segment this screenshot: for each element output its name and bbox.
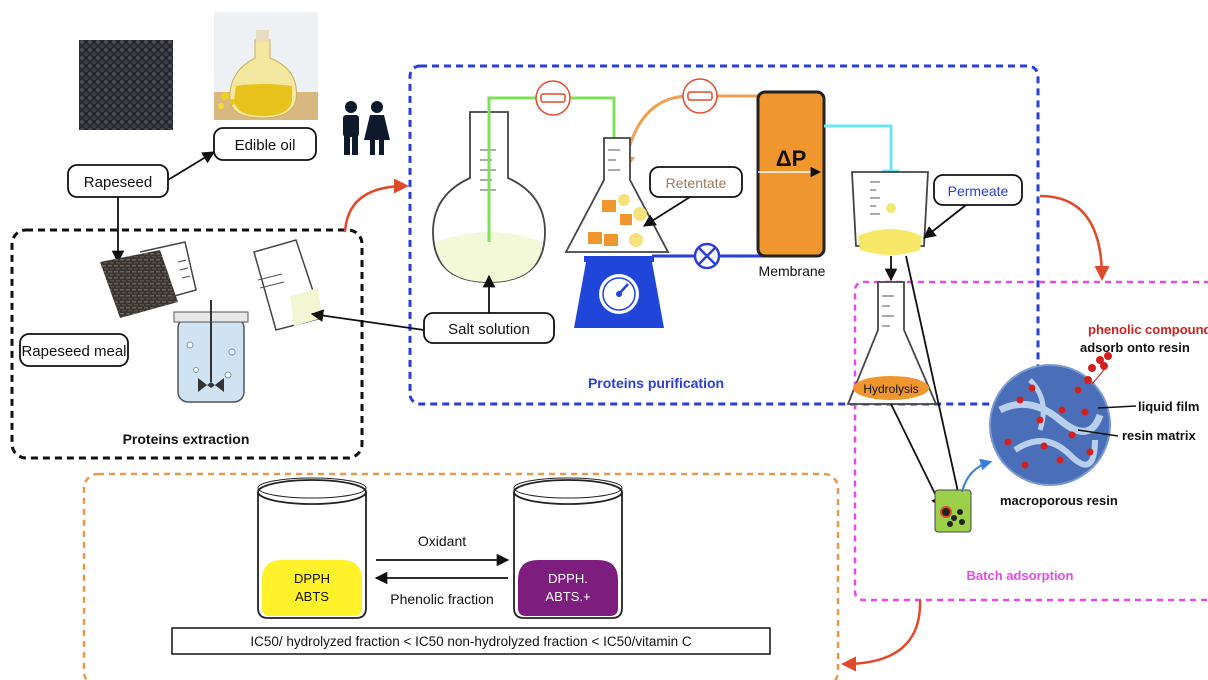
membrane-icon: [756, 90, 826, 258]
salt-solution-node: Salt solution: [423, 312, 555, 344]
retentate-label: Retentate: [666, 175, 727, 191]
rapeseed-photo: [79, 40, 173, 130]
permeate-node: Permeate: [933, 174, 1023, 206]
purification-title: Proteins purification: [588, 375, 724, 391]
phenolic-fraction-label: Phenolic fraction: [390, 591, 494, 607]
arrow-hydrolysis-to-resin: [890, 403, 943, 510]
rapeseed-label: Rapeseed: [84, 174, 152, 191]
hydrolysis-label: Hydrolysis: [863, 382, 918, 396]
phenolic-compounds-label: phenolic compounds: [1088, 322, 1208, 337]
oxidant-label: Oxidant: [418, 533, 466, 549]
arrow-salt-to-extraction: [310, 309, 425, 331]
valve-icon: [693, 242, 721, 270]
rapeseed-meal-label: Rapeseed meal: [21, 343, 126, 360]
pump-icon-2: [682, 78, 718, 114]
dpph-text-2: ABTS: [295, 589, 329, 604]
flow-arrow-extraction-to-purification: [343, 178, 409, 233]
arrow-retentate-to-flask: [642, 196, 691, 227]
extraction-title: Proteins extraction: [123, 431, 250, 447]
ic50-box: IC50/ hydrolyzed fraction < IC50 non-hyd…: [171, 627, 771, 655]
edible-oil-label: Edible oil: [235, 137, 296, 154]
permeate-label: Permeate: [948, 183, 1009, 199]
edible-oil-photo: [214, 12, 318, 120]
radical-text-2: ABTS.+: [545, 589, 590, 604]
adsorb-onto-resin-label: adsorb onto resin: [1080, 340, 1190, 355]
assay-box: [82, 472, 840, 680]
zoom-arrow-resin: [961, 458, 993, 493]
scale-icon: [574, 256, 664, 328]
purification-box: [408, 64, 1040, 406]
pump-icon: [535, 80, 571, 116]
dpph-cylinder-icon: [257, 477, 367, 619]
macroporous-resin-label: macroporous resin: [1000, 493, 1118, 508]
arrow-permeate-direct-to-resin: [905, 255, 966, 512]
delta-p-label: ΔP: [776, 146, 807, 171]
hydrolysis-flask-icon: [846, 281, 938, 405]
flow-arrow-adsorption-to-assay: [841, 599, 922, 672]
permeate-beaker-icon: [851, 171, 929, 255]
resin-matrix-label: resin matrix: [1122, 428, 1196, 443]
salt-beaker-icon: [253, 239, 323, 331]
salt-solution-label: Salt solution: [448, 321, 530, 338]
adsorption-box: [853, 280, 1208, 602]
permeate-line: [824, 124, 900, 188]
resin-bead-icon: [989, 364, 1111, 486]
rapeseed-meal-node: Rapeseed meal: [19, 333, 129, 367]
radical-cylinder-icon: [513, 477, 623, 619]
flow-arrow-purification-to-adsorption: [1039, 194, 1110, 281]
retentate-node: Retentate: [649, 166, 743, 198]
stirrer-icon: [173, 300, 249, 403]
edible-oil-node: Edible oil: [213, 127, 317, 161]
ic50-statement: IC50/ hydrolyzed fraction < IC50 non-hyd…: [250, 634, 691, 649]
pointer-liquid-film: [1097, 405, 1137, 409]
arrow-permeate-to-beaker: [923, 204, 967, 239]
radical-text-1: DPPH.: [548, 571, 588, 586]
people-icon: [343, 101, 390, 155]
adsorption-title: Batch adsorption: [967, 568, 1074, 583]
rapeseed-node: Rapeseed: [67, 164, 169, 198]
liquid-film-label: liquid film: [1138, 399, 1199, 414]
phenolic-cluster-icon: [1084, 352, 1112, 385]
pointer-resin-matrix: [1077, 429, 1119, 437]
meal-beaker-icon: [100, 241, 197, 318]
extraction-box: [10, 228, 364, 460]
retentate-flask-icon: [564, 137, 670, 253]
resin-vial-icon: [934, 489, 972, 533]
dpph-text-1: DPPH: [294, 571, 330, 586]
arrow-rapeseed-to-oil: [167, 151, 216, 181]
membrane-label: Membrane: [759, 263, 826, 279]
